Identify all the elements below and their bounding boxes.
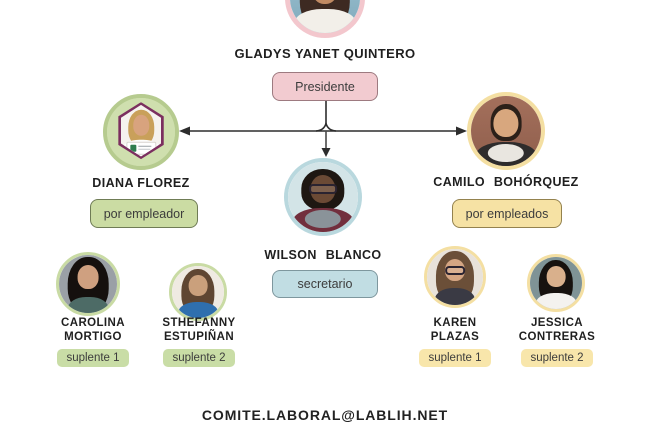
alternate-sthefanny-avatar (169, 263, 227, 321)
connector-fork (315, 120, 337, 132)
alternate-carolina-torso (67, 296, 109, 313)
president-role-badge: Presidente (272, 72, 378, 101)
alternate-karen-face (444, 259, 466, 282)
arrowhead-down-icon (321, 148, 331, 157)
glasses-icon (445, 266, 465, 275)
secretary-photo (288, 162, 358, 232)
president-torso (294, 9, 356, 33)
alternate-sthefanny-photo (172, 266, 224, 318)
alternate-jessica-badge: suplente 2 (521, 349, 593, 367)
employer-rep-hexagon-photo (120, 104, 161, 157)
employees-rep-name: CAMILO BOHÓRQUEZ (433, 175, 579, 189)
alternate-carolina-badge: suplente 1 (57, 349, 129, 367)
alternate-karen-photo (427, 249, 483, 305)
footer-email: COMITE.LABORAL@LABLIH.NET (201, 407, 449, 423)
secretary-turtleneck (304, 209, 342, 228)
secretary-name: WILSON BLANCO (264, 248, 382, 262)
employees-rep-face (493, 108, 519, 137)
employees-rep-role-badge: por empleados (452, 199, 562, 228)
glasses-icon (309, 183, 337, 194)
alternate-sthefanny-badge-wrap: suplente 2 (144, 348, 254, 367)
hexagon-frame (118, 102, 164, 160)
employees-rep-photo (471, 96, 541, 166)
president-face (312, 0, 338, 4)
employer-rep-face (132, 115, 150, 136)
employer-rep-photo (107, 98, 175, 166)
arrowhead-right-icon (456, 126, 467, 136)
secretary-face (310, 174, 336, 203)
president-avatar (285, 0, 365, 38)
secretary-role-badge: secretario (272, 270, 378, 298)
alternate-sthefanny-torso (178, 302, 218, 318)
alternate-karen-badge-wrap: suplente 1 (400, 348, 510, 367)
employees-rep-avatar (467, 92, 545, 170)
employer-rep-avatar (103, 94, 179, 170)
alternate-jessica-face (546, 266, 566, 288)
alternate-jessica-name: JESSICA CONTRERAS (518, 317, 596, 343)
alternate-jessica-torso (535, 293, 577, 309)
alternate-karen-torso (434, 288, 476, 305)
alternate-karen-avatar (424, 246, 486, 308)
alternate-jessica-badge-wrap: suplente 2 (502, 348, 612, 367)
president-photo (290, 0, 360, 33)
alternate-sthefanny-face (188, 275, 208, 297)
alternate-carolina-face (77, 265, 99, 289)
alternate-carolina-badge-wrap: suplente 1 (38, 348, 148, 367)
arrowhead-left-icon (179, 126, 190, 136)
alternate-jessica-avatar (527, 254, 585, 312)
employer-rep-role-badge: por empleador (90, 199, 198, 228)
employer-rep-name: DIANA FLOREZ (92, 176, 190, 190)
alternate-carolina-avatar (56, 252, 120, 316)
alternate-carolina-name: CAROLINA MORTIGO (61, 317, 125, 343)
company-logo (125, 142, 157, 155)
alternate-karen-name: KAREN PLAZAS (430, 317, 480, 343)
employees-rep-scarf (487, 143, 525, 162)
secretary-avatar (284, 158, 362, 236)
alternate-jessica-photo (530, 257, 582, 309)
alternate-sthefanny-name: STHEFANNY ESTUPIÑAN (162, 317, 236, 343)
president-name: GLADYS YANET QUINTERO (234, 46, 416, 61)
alternate-karen-badge: suplente 1 (419, 349, 491, 367)
alternate-sthefanny-badge: suplente 2 (163, 349, 235, 367)
alternate-carolina-photo (59, 255, 117, 313)
